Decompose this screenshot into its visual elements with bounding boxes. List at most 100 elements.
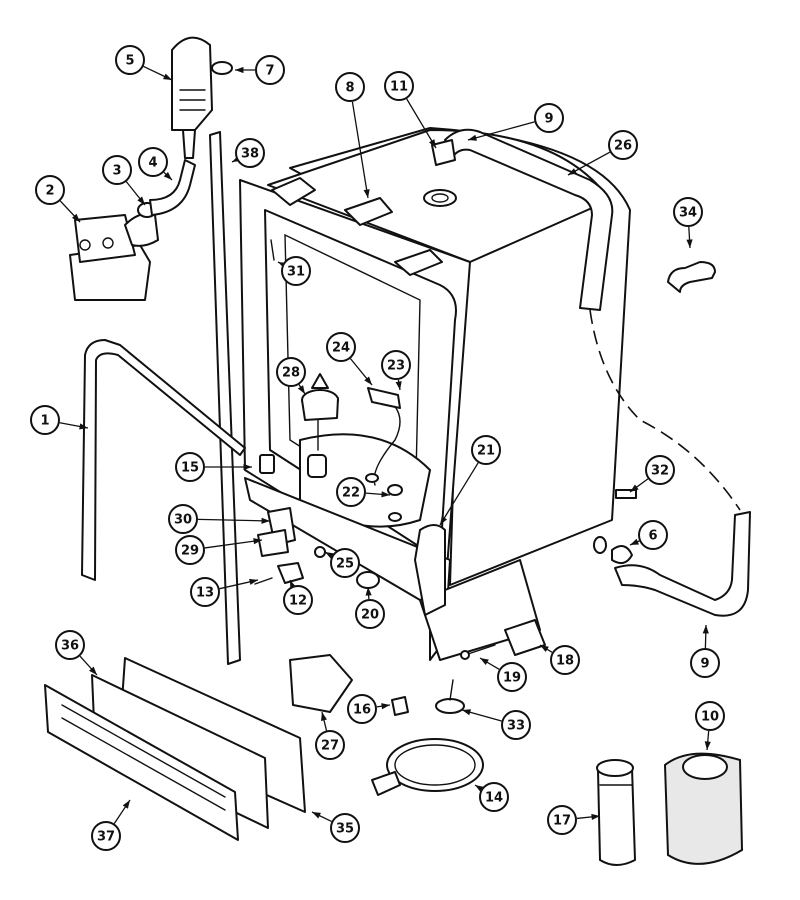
- callout-circle: [175, 535, 205, 565]
- callout-number: 35: [336, 822, 354, 837]
- callout-36: 36: [55, 630, 98, 676]
- callout-10: 10: [695, 701, 725, 751]
- leader-line: [197, 518, 271, 522]
- callout-21: 21: [439, 435, 501, 526]
- callout-number: 29: [181, 544, 199, 559]
- callout-number: 33: [507, 719, 525, 734]
- leader-arrow: [395, 381, 402, 390]
- callout-5: 5: [115, 45, 173, 81]
- callout-circle: [355, 599, 385, 629]
- leader-arrow: [381, 491, 390, 498]
- callout-circle: [315, 730, 345, 760]
- callout-11: 11: [384, 71, 437, 149]
- door-gasket-1: [81, 339, 246, 581]
- callout-number: 27: [321, 739, 339, 754]
- leader-line: [351, 101, 369, 199]
- leader-arrow: [320, 712, 327, 721]
- callout-30: 30: [168, 504, 271, 534]
- callout-circle: [255, 55, 285, 85]
- callout-37: 37: [91, 799, 131, 851]
- leader-arrow: [79, 423, 88, 430]
- callout-15: 15: [175, 452, 252, 482]
- leader-arrow: [468, 134, 477, 141]
- clip-16: [391, 696, 409, 716]
- callout-3: 3: [102, 155, 146, 206]
- callout-circle: [501, 710, 531, 740]
- callout-19: 19: [479, 657, 527, 692]
- clamp-6: [611, 545, 633, 565]
- callout-circle: [638, 520, 668, 550]
- callout-7: 7: [235, 55, 285, 85]
- callout-circle: [91, 821, 121, 851]
- callout-22: 22: [336, 477, 391, 507]
- callout-number: 11: [390, 80, 408, 95]
- callout-32: 32: [629, 455, 675, 493]
- leader-arrow: [381, 703, 390, 710]
- callout-17: 17: [547, 805, 601, 835]
- leader-arrow: [89, 666, 97, 675]
- leader-arrow: [540, 645, 549, 652]
- callout-circle: [235, 138, 265, 168]
- callout-34: 34: [673, 197, 703, 249]
- callout-number: 16: [353, 703, 371, 718]
- callout-circle: [330, 813, 360, 843]
- callout-28: 28: [276, 357, 306, 395]
- leader-arrow: [568, 168, 577, 175]
- callout-circle: [138, 147, 168, 177]
- shroud-10: [663, 752, 744, 865]
- callout-9: 9: [690, 624, 720, 678]
- callout-circle: [471, 435, 501, 465]
- callout-circle: [55, 630, 85, 660]
- callout-23: 23: [381, 350, 411, 391]
- leader-arrow: [630, 484, 639, 492]
- leveling-leg-19: [464, 644, 496, 656]
- callout-circle: [673, 197, 703, 227]
- grommet-20: [356, 571, 380, 589]
- callout-number: 36: [61, 639, 79, 654]
- callout-number: 12: [289, 594, 307, 609]
- callout-circle: [479, 782, 509, 812]
- callout-circle: [534, 103, 564, 133]
- leader-line: [204, 539, 263, 549]
- callout-number: 9: [544, 112, 553, 127]
- callout-2: 2: [35, 175, 81, 223]
- callout-number: 13: [196, 586, 214, 601]
- callout-circle: [335, 72, 365, 102]
- callout-29: 29: [175, 535, 263, 565]
- callout-circle: [175, 452, 205, 482]
- callout-number: 8: [345, 81, 354, 96]
- leader-arrow: [163, 73, 172, 80]
- callout-4: 4: [138, 147, 173, 181]
- leader-arrow: [365, 587, 372, 596]
- callout-13: 13: [190, 577, 259, 607]
- callout-circle: [381, 350, 411, 380]
- callout-circle: [190, 577, 220, 607]
- callout-circle: [608, 130, 638, 160]
- callout-number: 20: [361, 608, 379, 623]
- leader-arrow: [630, 538, 639, 545]
- callout-circle: [326, 332, 356, 362]
- leader-arrow: [261, 517, 270, 524]
- callout-number: 21: [477, 444, 495, 459]
- callout-6: 6: [629, 520, 668, 550]
- callout-number: 5: [125, 54, 134, 69]
- callout-number: 37: [97, 830, 115, 845]
- leader-arrow: [297, 385, 305, 394]
- leader-line: [406, 98, 437, 149]
- bracket-34: [667, 261, 716, 293]
- leader-line: [467, 121, 535, 141]
- tube-17: [596, 759, 636, 866]
- leader-arrow: [480, 658, 489, 665]
- leader-line: [439, 462, 479, 526]
- bracket-18: [504, 619, 546, 656]
- ring-clamp-14: [371, 738, 484, 796]
- hose-4: [149, 159, 196, 216]
- callout-number: 7: [265, 64, 274, 79]
- callout-38: 38: [231, 138, 265, 168]
- callout-number: 30: [174, 513, 192, 528]
- callout-number: 38: [241, 147, 259, 162]
- callout-number: 28: [282, 366, 300, 381]
- inlet-hose-top: [444, 128, 614, 311]
- tub-assembly: [239, 127, 631, 661]
